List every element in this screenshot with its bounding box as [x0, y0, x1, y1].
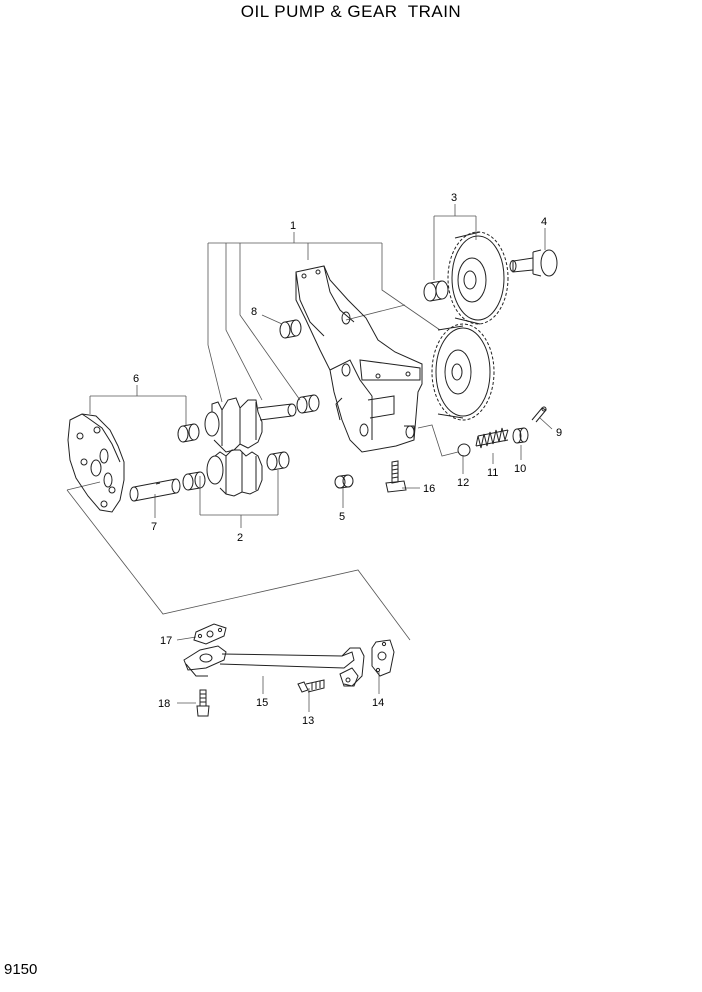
callout-16: 16 — [423, 483, 435, 495]
pump-drive-gear — [431, 323, 495, 421]
callout-14: 14 — [372, 697, 384, 709]
leader-lines — [66, 204, 553, 712]
page-title: OIL PUMP & GEAR TRAIN — [240, 2, 462, 21]
callout-2: 2 — [237, 532, 243, 544]
driven-gear-bushing-right — [266, 451, 290, 471]
callout-6: 6 — [133, 373, 139, 385]
cotter-pin — [531, 406, 547, 423]
callout-18: 18 — [158, 698, 170, 710]
relief-ball — [457, 443, 471, 457]
callout-17: 17 — [160, 635, 172, 647]
relief-plug — [512, 427, 529, 444]
idler-shaft — [509, 249, 558, 277]
idler-gear-shaft — [129, 478, 181, 502]
bolt-18 — [196, 689, 210, 717]
callout-7: 7 — [151, 521, 157, 533]
bolt-16 — [385, 460, 407, 493]
callout-3: 3 — [451, 192, 457, 204]
callout-10: 10 — [514, 463, 526, 475]
driven-pump-gear — [206, 449, 263, 497]
callout-labels: 1 2 3 4 5 6 7 8 9 10 11 12 13 14 15 16 1… — [133, 192, 562, 727]
bushing-5 — [334, 474, 354, 489]
bushing-8 — [279, 319, 302, 339]
callout-13: 13 — [302, 715, 314, 727]
gasket-17 — [193, 623, 227, 645]
bolt-13 — [297, 679, 325, 693]
relief-spring — [475, 427, 509, 449]
gasket-14 — [371, 639, 395, 677]
idler-gear-bushing — [423, 280, 449, 302]
page-number: 9150 — [4, 961, 38, 978]
callout-8: 8 — [251, 306, 257, 318]
drive-pump-gear-shaft — [204, 397, 297, 453]
callout-12: 12 — [457, 477, 469, 489]
cover-bushing — [177, 423, 200, 443]
callout-1: 1 — [290, 220, 296, 232]
idler-gear-upper — [447, 231, 509, 325]
callout-4: 4 — [541, 216, 547, 228]
callout-11: 11 — [487, 467, 498, 479]
callout-5: 5 — [339, 511, 345, 523]
oil-suction-pipe — [183, 645, 365, 687]
callout-9: 9 — [556, 427, 562, 439]
shaft-bushing — [296, 394, 320, 414]
driven-gear-bushing-left — [182, 471, 206, 491]
oil-pump-body — [295, 265, 423, 453]
pump-cover — [67, 413, 125, 513]
callout-15: 15 — [256, 697, 268, 709]
